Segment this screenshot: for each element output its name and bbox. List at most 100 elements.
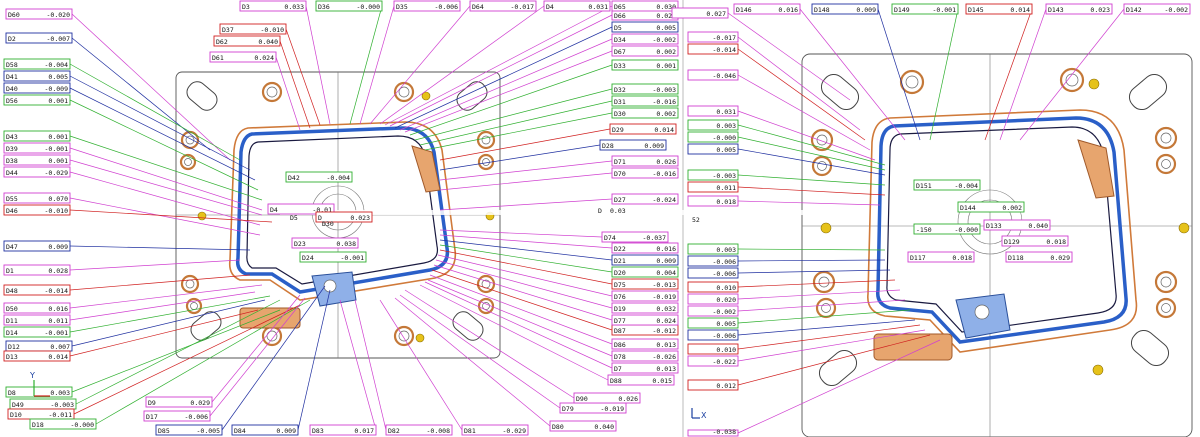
measurement-label: -150-0.000: [913, 223, 981, 235]
label-value: 0.026: [618, 395, 638, 403]
leader-line: [437, 254, 613, 297]
label-box: [601, 231, 669, 243]
leader-line: [69, 245, 251, 251]
leader-line: [389, 14, 613, 127]
leader-line: [737, 248, 886, 251]
label-value: 0.031: [716, 108, 736, 116]
label-box: [209, 51, 277, 63]
label-value: -0.046: [713, 72, 737, 80]
leader-line: [984, 8, 1033, 141]
measurement-label: 0.018: [687, 195, 739, 207]
label-value: 0.010: [716, 284, 736, 292]
label-box: [213, 35, 281, 47]
label-box: [1045, 3, 1113, 15]
guide-ring: [899, 69, 925, 95]
measurement-label: D35-0.006: [393, 0, 461, 12]
label-box: [687, 355, 739, 367]
label-value: 0.009: [276, 427, 296, 435]
leader-line: [69, 197, 261, 236]
leader-line: [71, 299, 266, 347]
measurement-label: D76-0.019: [611, 290, 679, 302]
label-id: D10: [10, 411, 22, 419]
label-value: 0.007: [50, 343, 70, 351]
right-cavity-outer: [867, 109, 1138, 353]
measurement-label: -0.003: [687, 169, 739, 181]
label-box: [611, 167, 679, 179]
label-id: D39: [6, 145, 18, 153]
label-value: 0.040: [1028, 222, 1048, 230]
inline-annotation: 52: [692, 216, 700, 224]
leader-line: [429, 274, 613, 345]
label-value: 0.070: [48, 195, 68, 203]
leader-line: [737, 74, 871, 151]
guide-ring: [476, 274, 496, 294]
label-id: D17: [146, 413, 158, 421]
inline-annotation: D: [598, 207, 602, 215]
leader-line: [424, 112, 613, 151]
leader-line: [419, 284, 609, 381]
label-box: [3, 70, 71, 82]
measurement-label: D37-0.010: [219, 23, 287, 35]
guide-ring: [1154, 126, 1178, 150]
label-box: [239, 0, 307, 12]
measurement-label: D151-0.004: [913, 179, 981, 191]
ring-hole: [185, 279, 195, 289]
label-value: -0.024: [653, 196, 677, 204]
leader-line: [69, 284, 263, 309]
label-value: -0.017: [713, 34, 737, 42]
leader-line: [435, 259, 613, 309]
label-value: -0.01: [312, 206, 332, 214]
label-box: [3, 166, 71, 178]
gold-pin: [1178, 222, 1190, 234]
label-value: 0.032: [656, 305, 676, 313]
leader-line: [877, 8, 921, 141]
label-value: -0.016: [653, 170, 677, 178]
label-box: [5, 8, 73, 20]
label-box: [3, 350, 71, 362]
label-id: D34: [614, 36, 626, 44]
label-id: D61: [212, 54, 224, 62]
measurement-label: D40-0.009: [3, 82, 71, 94]
label-value: 0.027: [706, 10, 726, 18]
measurement-label: D31-0.016: [611, 95, 679, 107]
measurement-label: D36-0.000: [315, 0, 383, 12]
label-box: [687, 105, 739, 117]
label-id: D84: [234, 427, 246, 435]
label-box: [1001, 235, 1069, 247]
label-box: [611, 266, 679, 278]
measurement-label: -0.046: [687, 69, 739, 81]
gold-pin: [1088, 78, 1100, 90]
leader-line: [737, 334, 931, 386]
label-box: [611, 302, 679, 314]
label-box: [393, 0, 461, 12]
label-box: [3, 326, 71, 338]
guide-ring: [810, 128, 834, 152]
label-value: 0.023: [1090, 6, 1110, 14]
label-box: [609, 123, 677, 135]
label-value: -0.016: [653, 98, 677, 106]
leader-line: [439, 249, 613, 285]
leader-line: [439, 234, 613, 249]
leader-line: [354, 299, 387, 431]
label-id: D1: [6, 267, 14, 275]
label-box: [687, 281, 739, 293]
leader-line: [439, 239, 613, 261]
leader-line: [404, 50, 613, 133]
ring-hole: [821, 303, 831, 313]
label-box: [687, 305, 739, 317]
label-box: [687, 143, 739, 155]
label-box: [315, 0, 383, 12]
label-value: 0.029: [190, 399, 210, 407]
measurement-label: D27 -0.024: [611, 193, 679, 205]
label-id: D27: [614, 196, 626, 204]
label-box: [5, 386, 73, 398]
label-value: 0.018: [1046, 238, 1066, 246]
leader-lines: [69, 5, 1125, 434]
label-box: [611, 314, 679, 326]
leader-line: [69, 75, 251, 171]
